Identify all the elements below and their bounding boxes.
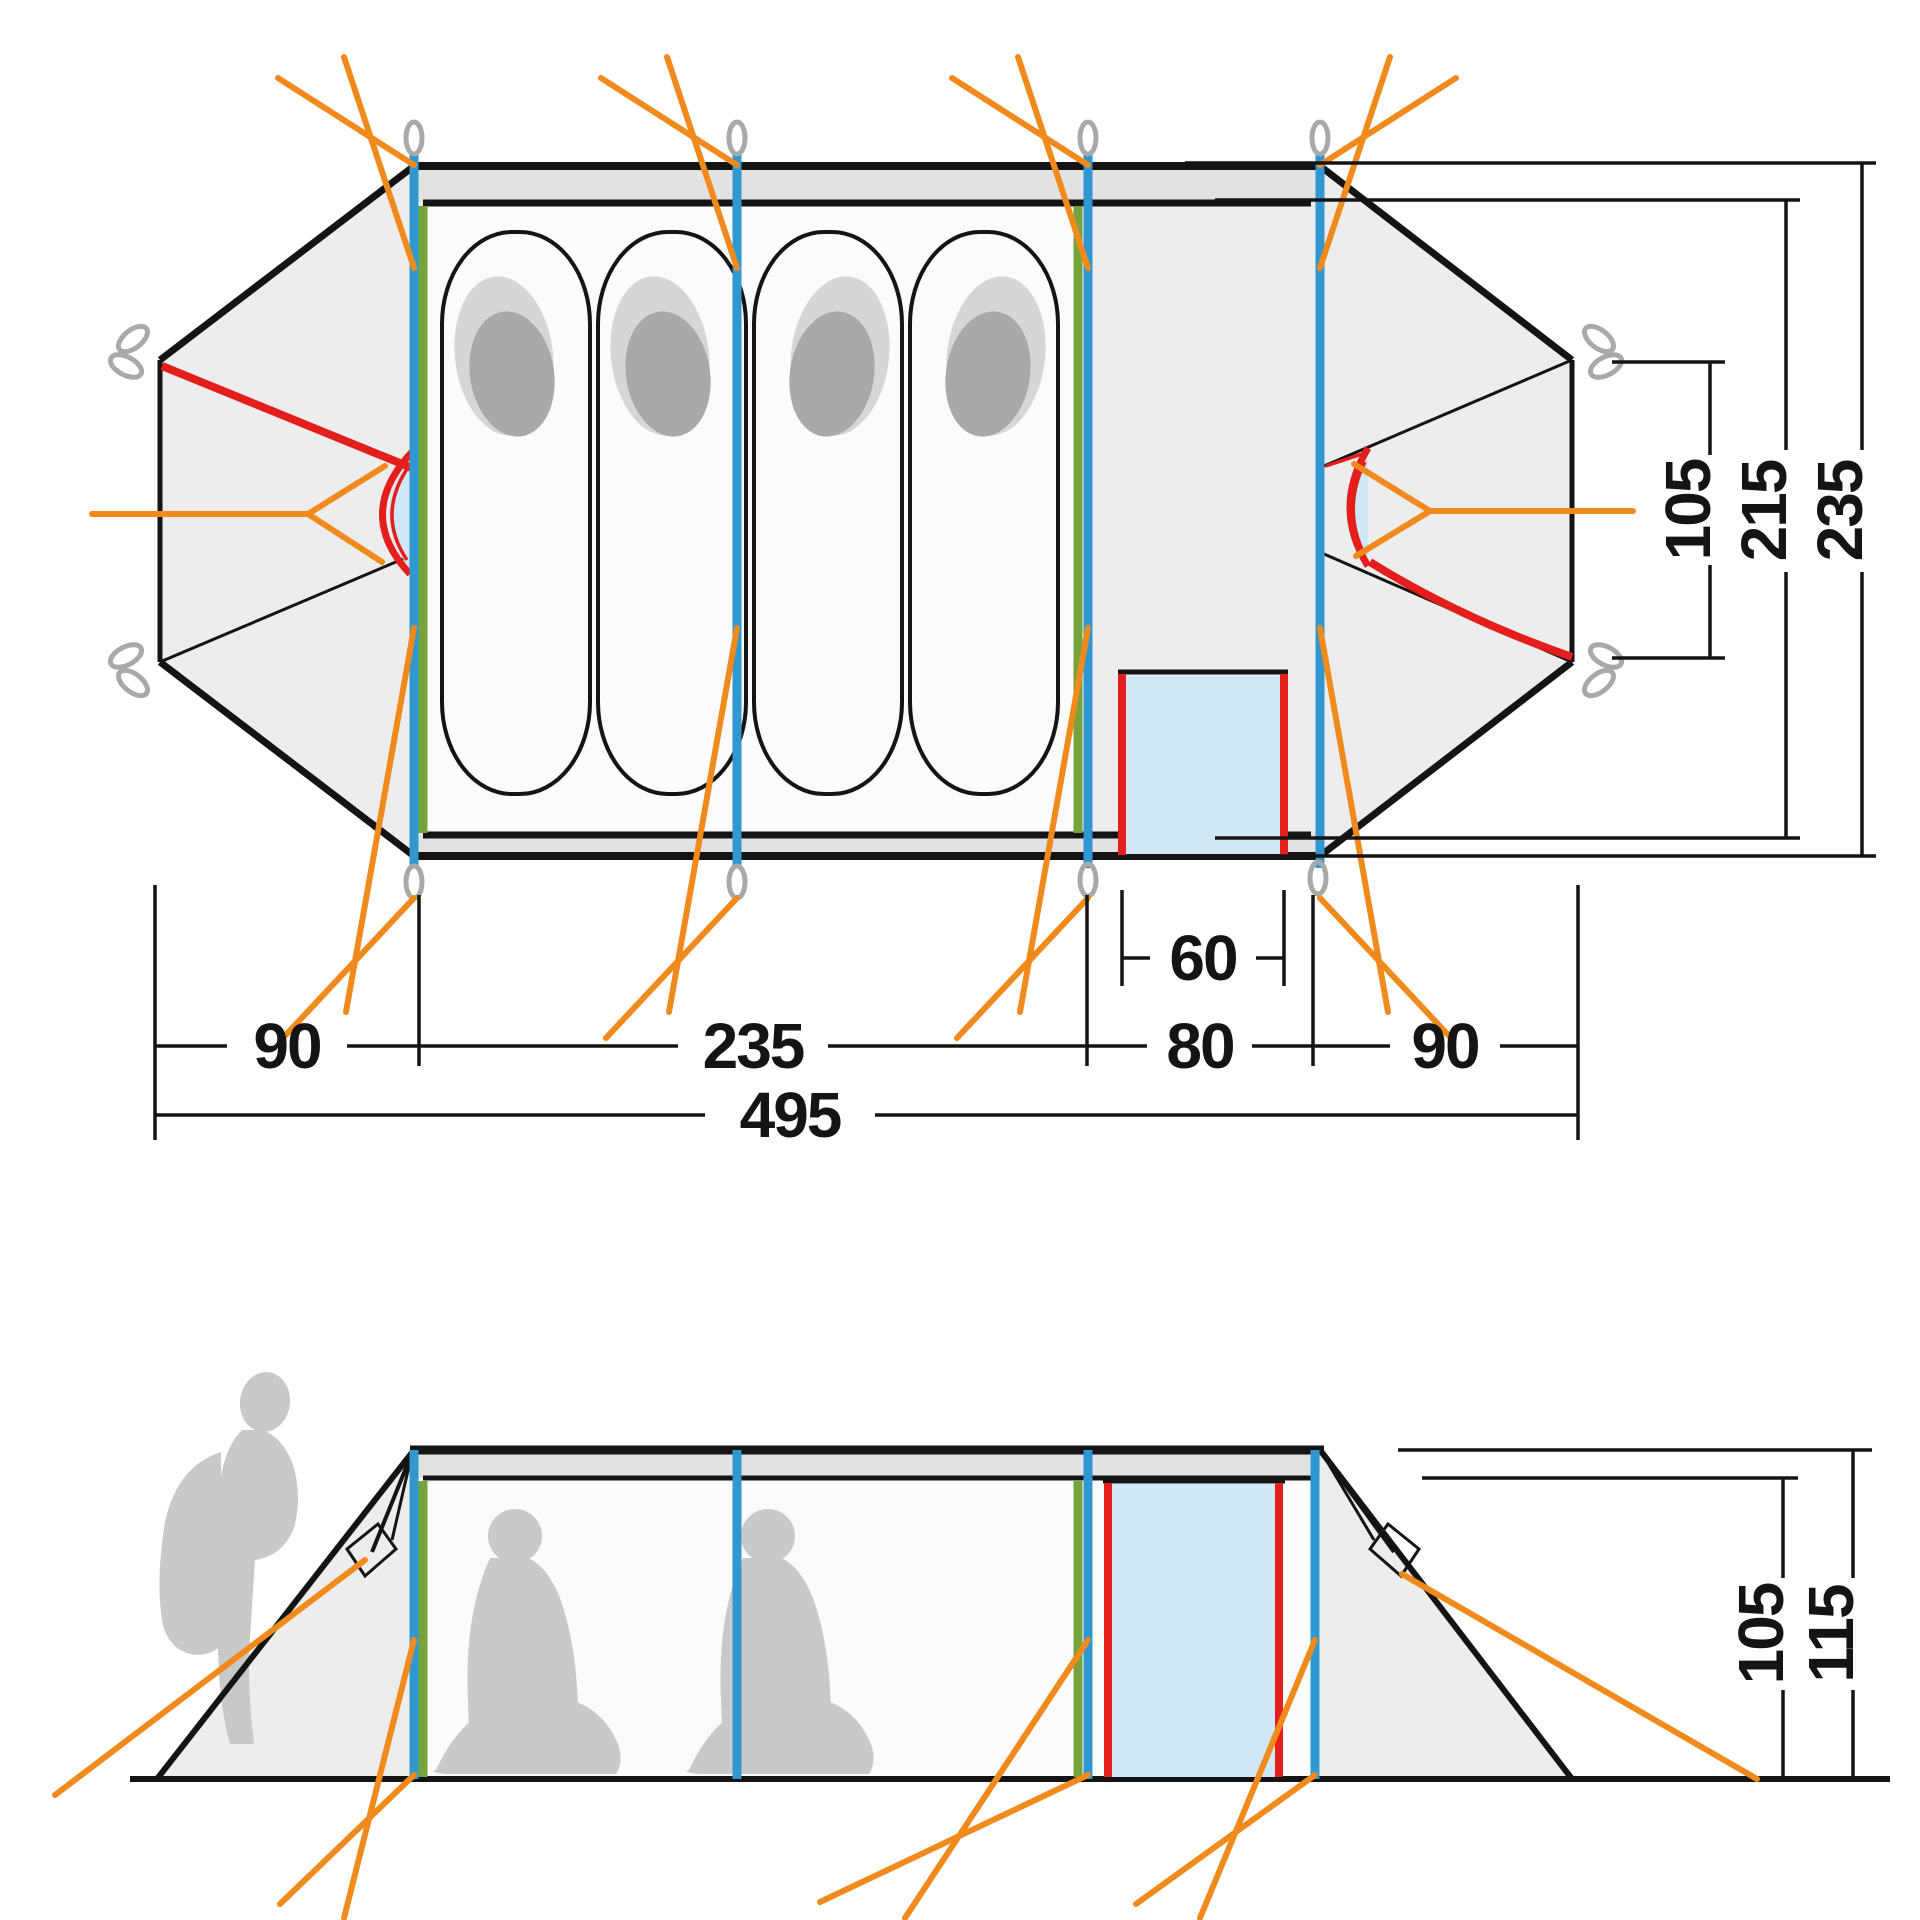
dim-outer-width: 235 xyxy=(1804,460,1876,561)
dim-total-length: 495 xyxy=(740,1079,841,1151)
side-view-outline xyxy=(130,1445,1890,1782)
side-view-dimension-lines xyxy=(1398,1448,1872,1779)
front-door-glass xyxy=(1126,676,1280,854)
side-guyline-pair-pole3 xyxy=(817,1637,1091,1920)
dim-left-porch: 90 xyxy=(253,1010,320,1082)
vestibule-door-glass xyxy=(388,455,1368,854)
top-view: 90 235 80 90 495 60 105 215 235 xyxy=(89,54,1876,1151)
guyline-pair-pole3-bottom xyxy=(954,625,1091,1041)
side-guyline-pair-pole4 xyxy=(1133,1637,1318,1920)
left-vestibule-red-seam xyxy=(160,362,414,472)
guyline-pair-pole3-top xyxy=(949,54,1091,271)
top-view-dimension-lines xyxy=(153,161,1876,1140)
dim-inner-width: 215 xyxy=(1728,460,1800,561)
left-long-guyline xyxy=(52,1557,368,1798)
fly-band-top xyxy=(414,168,1320,202)
dim-living-area: 80 xyxy=(1166,1010,1233,1082)
dim-door-width: 60 xyxy=(1169,922,1236,994)
right-door-guyline xyxy=(1351,461,1636,559)
side-view: 105 115 xyxy=(52,1372,1890,1920)
guyline-pair-pole1-top xyxy=(275,54,417,271)
dim-right-porch: 90 xyxy=(1411,1010,1478,1082)
top-view-red-lines xyxy=(160,362,1574,855)
side-view-poles xyxy=(409,1450,1320,1779)
guyline-pair-pole4-bottom xyxy=(1317,625,1454,1041)
side-door-glass xyxy=(1112,1484,1275,1777)
right-long-guyline xyxy=(1399,1571,1760,1782)
standing-person-silhouette xyxy=(159,1372,299,1744)
guyline-pair-pole2-bottom xyxy=(603,625,740,1041)
top-view-poles xyxy=(409,152,1325,868)
side-guyline-pair-pole1 xyxy=(277,1637,417,1920)
right-door-arc-top-tie xyxy=(1325,450,1369,468)
top-view-dimension-labels: 90 235 80 90 495 60 105 215 235 xyxy=(253,459,1876,1151)
dim-sleeping-cabin: 235 xyxy=(703,1010,804,1082)
left-door-arc-inner xyxy=(390,465,411,561)
top-view-guylines xyxy=(89,54,1636,1041)
right-vestibule-red-seam xyxy=(1367,558,1574,661)
side-view-guylines xyxy=(52,1557,1760,1920)
dim-end-width: 105 xyxy=(1652,459,1724,560)
left-door-guyline xyxy=(89,463,388,565)
sleeping-bags xyxy=(440,230,1060,796)
sleeping-bag-2 xyxy=(596,230,748,796)
dim-outer-height: 115 xyxy=(1795,1585,1867,1683)
left-door-glass xyxy=(388,458,411,570)
sleeping-bag-4 xyxy=(908,230,1060,796)
sitting-person-1 xyxy=(433,1509,621,1774)
guyline-pair-pole1-bottom xyxy=(280,625,417,1041)
side-view-green-lines xyxy=(418,1481,1083,1777)
side-fly-band xyxy=(414,1450,1320,1478)
left-door-arc-outer xyxy=(379,449,415,577)
sitting-persons xyxy=(433,1509,874,1774)
guyline-pair-pole2-top xyxy=(598,54,740,271)
top-view-green-lines xyxy=(418,206,1083,833)
dim-inner-height: 105 xyxy=(1725,1583,1797,1684)
sleeping-bag-1 xyxy=(440,230,592,796)
sleeping-bag-3 xyxy=(752,230,904,796)
side-view-dimension-labels: 105 115 xyxy=(1725,1583,1867,1684)
